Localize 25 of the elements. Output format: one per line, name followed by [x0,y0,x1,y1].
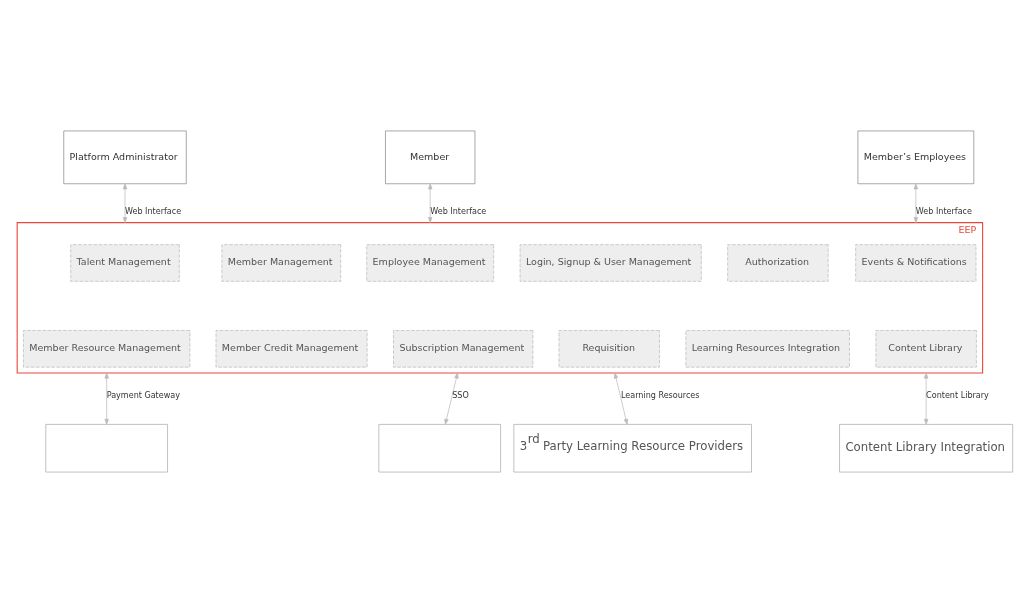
node-box [45,424,168,473]
node-box: Content Library [875,330,977,368]
node-box: Talent Management [70,244,180,282]
node-box: Member [385,130,476,185]
node-box: Subscription Management [393,330,534,368]
arrow [444,372,459,425]
node-box: Platform Administrator [63,130,187,185]
node-box: Member’s Employees [857,130,975,185]
arrow [613,372,629,425]
node-box: Login, Signup & User Management [519,244,702,282]
node-box: Events & Notifications [855,244,977,282]
node-box: Employee Management [366,244,495,282]
arrow [428,183,433,223]
arrow [122,183,128,223]
node-box [378,424,501,473]
node-box: Member Credit Management [215,330,368,368]
node-box: Learning Resources Integration [685,330,850,368]
node-box: Authorization [727,244,829,282]
node-box: Member Resource Management [23,330,191,368]
node-box: Content Library Integration [839,424,1014,473]
node-box: Member Management [221,244,342,282]
arrow [923,372,929,425]
node-box: Requisition [558,330,660,368]
arrow [104,372,109,425]
arrow [913,183,918,223]
